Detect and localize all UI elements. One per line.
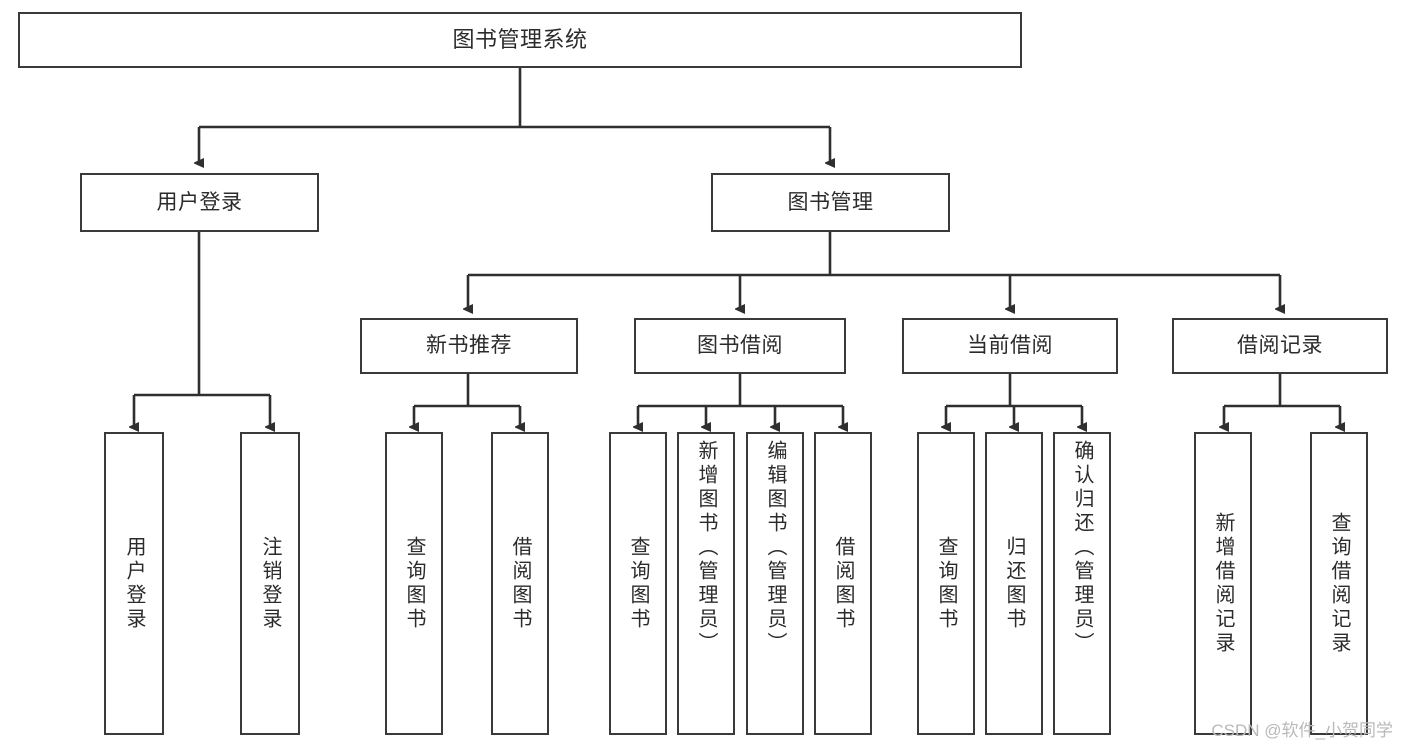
node-user-login-label: 用户登录 bbox=[156, 190, 243, 214]
vert-wrap: 借阅图书 bbox=[493, 434, 547, 733]
node-leaf-add-book-admin[interactable]: 新增图书（管理员） bbox=[677, 432, 735, 735]
node-leaf-edit-book-admin[interactable]: 编辑图书（管理员） bbox=[746, 432, 804, 735]
node-leaf-user-login-label: 用户登录 bbox=[123, 535, 145, 632]
node-leaf-user-logout[interactable]: 注销登录 bbox=[240, 432, 300, 735]
node-current-borrow[interactable]: 当前借阅 bbox=[902, 318, 1118, 374]
node-book-manage[interactable]: 图书管理 bbox=[711, 173, 950, 232]
vert-wrap: 借阅图书 bbox=[816, 434, 870, 733]
vert-wrap: 用户登录 bbox=[106, 434, 162, 733]
node-book-borrow-label: 图书借阅 bbox=[697, 334, 783, 358]
vert-wrap: 新增借阅记录 bbox=[1196, 434, 1250, 733]
vert-wrap: 编辑图书（管理员） bbox=[748, 434, 802, 739]
node-leaf-confirm-return-admin-label: 确认归还（管理员） bbox=[1071, 440, 1093, 656]
vert-wrap: 归还图书 bbox=[987, 434, 1041, 733]
node-leaf-add-borrow-record[interactable]: 新增借阅记录 bbox=[1194, 432, 1252, 735]
node-leaf-return-book-label: 归还图书 bbox=[1003, 535, 1025, 632]
node-leaf-query-book-3[interactable]: 查询图书 bbox=[917, 432, 975, 735]
node-leaf-query-book-1-label: 查询图书 bbox=[403, 535, 425, 632]
node-leaf-query-book-2-label: 查询图书 bbox=[627, 535, 649, 632]
node-leaf-add-borrow-record-label: 新增借阅记录 bbox=[1212, 511, 1234, 656]
node-leaf-confirm-return-admin[interactable]: 确认归还（管理员） bbox=[1053, 432, 1111, 735]
node-leaf-query-book-1[interactable]: 查询图书 bbox=[385, 432, 443, 735]
vert-wrap: 查询借阅记录 bbox=[1312, 434, 1366, 733]
node-leaf-borrow-book-1[interactable]: 借阅图书 bbox=[491, 432, 549, 735]
node-root[interactable]: 图书管理系统 bbox=[18, 12, 1022, 68]
node-leaf-query-borrow-record-label: 查询借阅记录 bbox=[1328, 511, 1350, 656]
node-leaf-query-book-3-label: 查询图书 bbox=[935, 535, 957, 632]
node-borrow-record[interactable]: 借阅记录 bbox=[1172, 318, 1388, 374]
node-leaf-user-logout-label: 注销登录 bbox=[259, 535, 281, 632]
node-leaf-query-book-2[interactable]: 查询图书 bbox=[609, 432, 667, 735]
node-leaf-borrow-book-2[interactable]: 借阅图书 bbox=[814, 432, 872, 735]
node-borrow-record-label: 借阅记录 bbox=[1237, 334, 1323, 358]
node-leaf-user-login[interactable]: 用户登录 bbox=[104, 432, 164, 735]
node-book-manage-label: 图书管理 bbox=[787, 190, 874, 214]
node-leaf-edit-book-admin-label: 编辑图书（管理员） bbox=[764, 440, 786, 656]
node-leaf-borrow-book-1-label: 借阅图书 bbox=[509, 535, 531, 632]
node-leaf-query-borrow-record[interactable]: 查询借阅记录 bbox=[1310, 432, 1368, 735]
node-user-login[interactable]: 用户登录 bbox=[80, 173, 319, 232]
node-leaf-add-book-admin-label: 新增图书（管理员） bbox=[695, 440, 717, 656]
node-current-borrow-label: 当前借阅 bbox=[967, 334, 1053, 358]
vert-wrap: 查询图书 bbox=[387, 434, 441, 733]
vert-wrap: 查询图书 bbox=[919, 434, 973, 733]
vert-wrap: 确认归还（管理员） bbox=[1055, 434, 1109, 739]
node-leaf-borrow-book-2-label: 借阅图书 bbox=[832, 535, 854, 632]
vert-wrap: 查询图书 bbox=[611, 434, 665, 733]
watermark-text: CSDN @软件_小贺同学 bbox=[1211, 721, 1393, 740]
node-root-label: 图书管理系统 bbox=[452, 26, 588, 52]
node-book-borrow[interactable]: 图书借阅 bbox=[634, 318, 846, 374]
node-leaf-return-book[interactable]: 归还图书 bbox=[985, 432, 1043, 735]
vert-wrap: 注销登录 bbox=[242, 434, 298, 733]
node-new-book-recommend[interactable]: 新书推荐 bbox=[360, 318, 578, 374]
node-new-book-recommend-label: 新书推荐 bbox=[426, 334, 512, 358]
vert-wrap: 新增图书（管理员） bbox=[679, 434, 733, 739]
